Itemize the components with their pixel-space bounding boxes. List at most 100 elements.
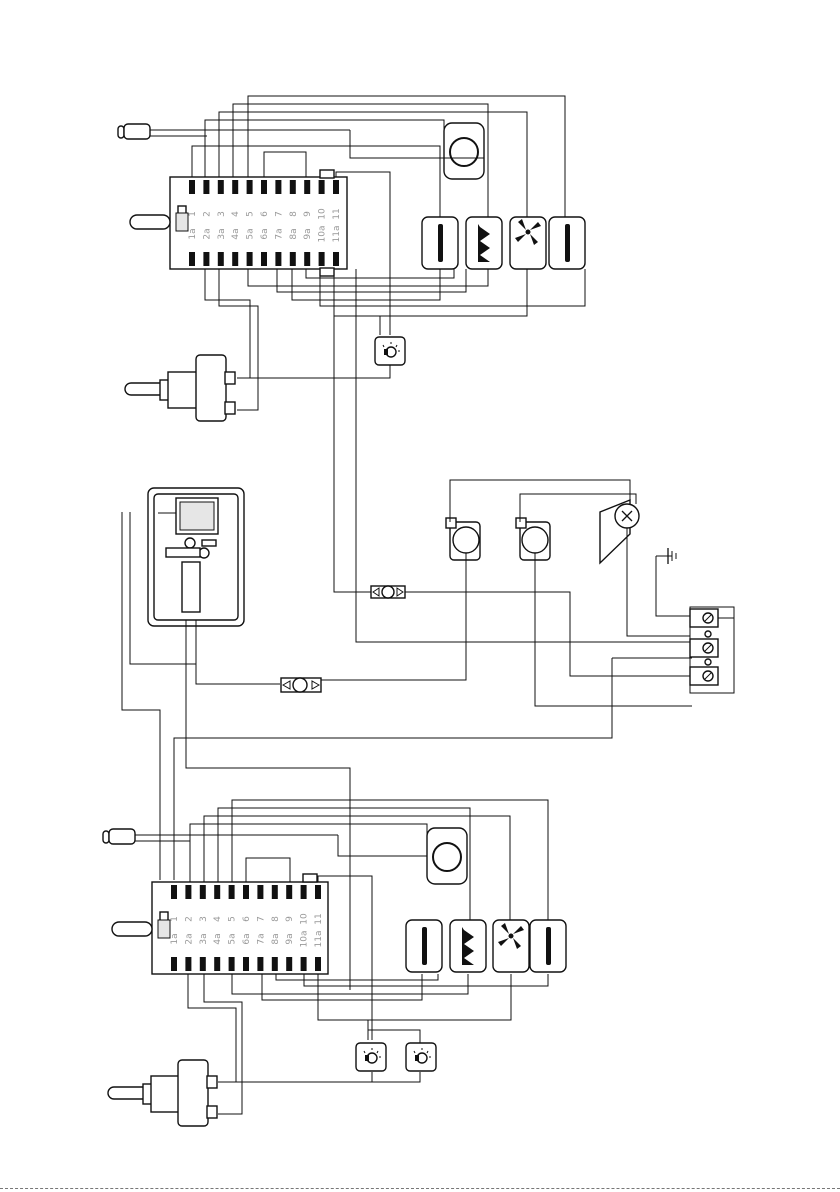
heating-element-bottom-1 [406,920,442,972]
terminal-label: 2 [184,916,194,922]
terminal-bottom-11a [333,252,339,266]
terminal-bottom-8a [290,252,296,266]
terminal-top-4 [214,885,220,899]
terminal-label: 9 [285,916,295,922]
terminal-label: 4a [231,228,241,239]
terminal-top-8 [290,180,296,194]
lamp-icon-bottom-1 [356,1043,386,1071]
terminal-bottom-5a [229,957,235,971]
terminal-label: 4 [231,211,241,217]
terminal-top-2 [185,885,191,899]
terminal-bottom-8a [272,957,278,971]
terminal-label: 1a [188,228,198,239]
terminal-label: 4 [213,916,223,922]
terminal-label: 6 [242,916,252,922]
terminal-label: 1a [170,933,180,944]
terminal-bottom-9a [286,957,292,971]
terminal-bottom-2a [185,957,191,971]
terminal-label: 3 [199,916,209,922]
grill-element-icon-bottom [450,920,486,972]
terminal-top-7 [257,885,263,899]
terminal-top-3 [218,180,224,194]
terminal-label: 7 [256,916,266,922]
terminal-label: 5 [228,916,238,922]
motor-bottom [427,828,467,884]
terminal-label: 11a [332,226,342,243]
terminal-bottom-4a [232,252,238,266]
terminal-bottom-6a [261,252,267,266]
terminal-label: 7 [274,211,284,217]
terminal-label: 9a [303,228,313,239]
terminal-label: 2 [202,211,212,217]
terminal-label: 6 [260,211,270,217]
motors-middle [446,500,639,563]
terminal-block [690,607,734,693]
terminal-top-1 [189,180,195,194]
terminal-label: 7a [274,228,284,239]
bottom-oven-circuit: 12345678910111a2a3a4a5a6a7a8a9a10a11a [103,800,566,1126]
page-bottom-rule [0,1188,840,1189]
terminal-label: 8 [289,211,299,217]
terminal-label: 10a [300,931,310,948]
terminal-bottom-6a [243,957,249,971]
earth-icon [656,548,676,564]
terminal-bottom-3a [218,252,224,266]
terminal-label: 8a [271,933,281,944]
terminal-label: 9 [303,211,313,217]
terminal-label: 9a [285,933,295,944]
terminal-top-11 [333,180,339,194]
terminal-top-9 [286,885,292,899]
fan-icon-bottom [493,920,529,972]
terminal-label: 2a [202,228,212,239]
terminal-label: 7a [256,933,266,944]
terminal-top-10 [301,885,307,899]
terminal-bottom-7a [275,252,281,266]
terminal-bottom-10a [301,957,307,971]
terminal-label: 11 [314,913,324,924]
lamp-icon-bottom-2 [406,1043,436,1071]
heating-element-bottom-2 [530,920,566,972]
terminal-bottom-3a [200,957,206,971]
terminal-label: 3a [199,933,209,944]
fuse-icon-middle-2 [281,678,321,692]
oven-lamp-probe-bottom [103,829,338,844]
terminal-top-3 [200,885,206,899]
terminal-bottom-7a [257,957,263,971]
terminal-label: 11 [332,208,342,219]
terminal-label: 11a [314,931,324,948]
heating-element-top-2 [549,217,585,269]
terminal-bottom-10a [319,252,325,266]
terminal-top-10 [319,180,325,194]
terminal-label: 8a [289,228,299,239]
terminal-top-4 [232,180,238,194]
terminal-bottom-9a [304,252,310,266]
thermostat-bottom [108,1060,217,1126]
terminal-bottom-11a [315,957,321,971]
terminal-bottom-1a [171,957,177,971]
heating-element-top-1 [422,217,458,269]
terminal-label: 4a [213,933,223,944]
terminal-top-5 [229,885,235,899]
terminal-top-7 [275,180,281,194]
control-panel [148,488,244,626]
terminal-top-6 [243,885,249,899]
terminal-top-8 [272,885,278,899]
terminal-bottom-4a [214,957,220,971]
terminal-label: 3a [217,228,227,239]
terminal-label: 3 [217,211,227,217]
terminal-label: 5a [228,933,238,944]
terminal-label: 10 [318,208,328,220]
terminal-top-6 [261,180,267,194]
terminal-label: 1 [170,916,180,922]
terminal-label: 5 [246,211,256,217]
terminal-label: 5a [246,228,256,239]
terminal-label: 6a [242,933,252,944]
terminal-label: 1 [188,211,198,217]
terminal-label: 10 [300,913,310,925]
terminal-bottom-5a [247,252,253,266]
terminal-bottom-1a [189,252,195,266]
terminal-label: 6a [260,228,270,239]
fuse-icon-middle-1 [371,586,405,598]
